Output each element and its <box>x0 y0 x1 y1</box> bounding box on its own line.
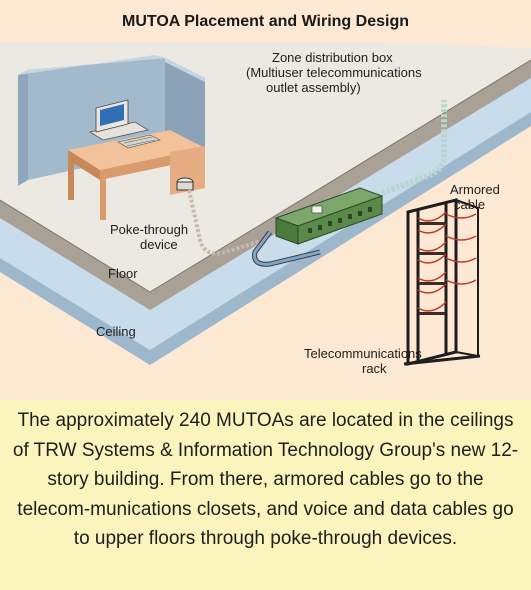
rack-patch-panels <box>419 222 445 315</box>
desk-leg <box>68 160 74 200</box>
poke-through-label-line: Poke-through <box>110 222 189 237</box>
ceiling-label: Ceiling <box>96 324 136 339</box>
armored-cable-label-line: Armored <box>450 182 500 197</box>
mutoa-label-plate <box>311 205 323 214</box>
rack-wiring <box>417 211 477 312</box>
poke-through-label-line: device <box>140 237 178 252</box>
ceiling-cable <box>253 231 321 266</box>
floor-slab-edge-line <box>0 199 151 293</box>
caption-box: The approximately 240 MUTOAs are located… <box>0 400 531 590</box>
caption: The approximately 240 MUTOAs are located… <box>12 410 519 549</box>
poke-through-body <box>176 181 194 191</box>
desk-leg <box>100 179 106 220</box>
wiring-diagram-illustration <box>0 42 531 366</box>
rack-label-line: Telecommunications <box>304 346 422 361</box>
keyboard <box>117 134 161 149</box>
diagram-title: MUTOA Placement and Wiring Design <box>121 13 409 30</box>
zone-box-label-line: outlet assembly) <box>266 80 361 95</box>
desk-side <box>68 150 100 180</box>
rack-label: Telecommunications rack <box>304 346 422 376</box>
partition-left <box>18 70 28 186</box>
keyboard-keys <box>126 139 156 147</box>
desk-top <box>68 130 205 170</box>
monitor-screen <box>100 104 124 126</box>
floor-label: Floor <box>108 266 138 281</box>
zone-box-label: Zone distribution box (Multiuser telecom… <box>246 50 422 95</box>
keyboard-keys <box>123 136 153 144</box>
armored-cable <box>324 100 447 217</box>
poke-through-label: Poke-through device <box>110 222 188 252</box>
rack-label-line: rack <box>362 361 387 376</box>
wiring-diagram: MUTOA Placement and Wiring Design Zone d… <box>0 0 531 400</box>
rack-base <box>403 354 481 366</box>
partition-top <box>18 55 165 75</box>
partition-top <box>165 58 205 82</box>
zone-box-label-line: (Multiuser telecommunications <box>246 65 422 80</box>
armored-cable-label-line: cable <box>454 197 486 212</box>
mutoa-ports <box>308 207 372 233</box>
armored-cable-label: Armored cable <box>450 182 500 212</box>
zone-box-label-line: Zone distribution box <box>272 50 393 65</box>
rack-back <box>455 198 479 358</box>
poke-through-cable <box>187 189 266 256</box>
